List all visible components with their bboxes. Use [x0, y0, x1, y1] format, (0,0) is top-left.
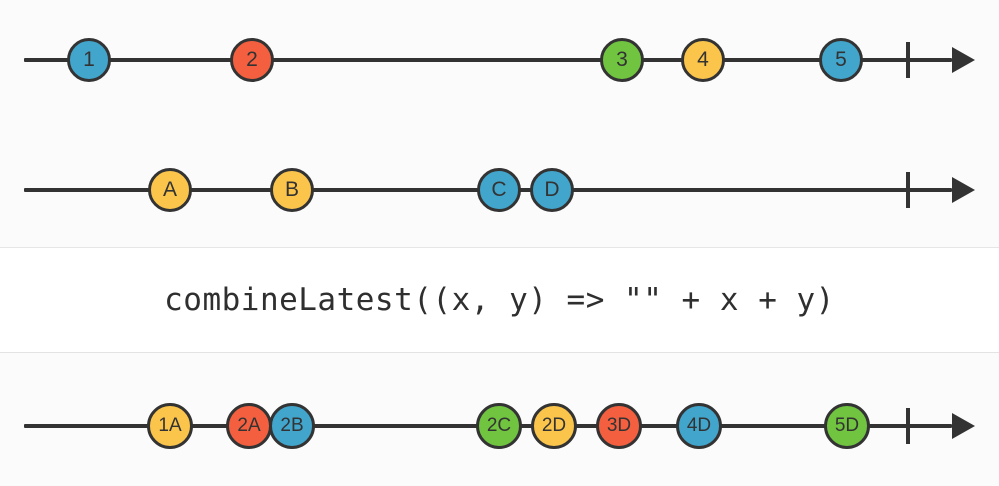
marble[interactable]: 2D — [531, 403, 577, 449]
marble-label: 2B — [280, 414, 304, 436]
marble-label: 1A — [158, 414, 182, 436]
marble-label: D — [544, 177, 560, 201]
completion-tick — [906, 408, 910, 444]
marble-label: 1 — [83, 47, 95, 71]
marble-label: B — [284, 177, 299, 201]
timeline-arrow-icon — [952, 47, 975, 73]
marble[interactable]: 3D — [596, 403, 642, 449]
marble[interactable]: 4D — [676, 403, 722, 449]
marble-label: 3 — [616, 47, 628, 71]
timeline-output: 1A 2A 2B 2C 2D 3D 4D 5D — [0, 366, 999, 486]
marble[interactable]: B — [270, 168, 314, 212]
marble[interactable]: 5D — [824, 403, 870, 449]
marble[interactable]: A — [148, 168, 192, 212]
marble-label: 5D — [834, 414, 860, 436]
timeline-arrow-icon — [952, 177, 975, 203]
timeline-axis — [24, 58, 952, 62]
marble-label: 2A — [237, 414, 261, 436]
marble[interactable]: 5 — [819, 38, 863, 82]
marble[interactable]: 2 — [230, 38, 274, 82]
marble[interactable]: C — [477, 168, 521, 212]
marble-label: 2C — [486, 414, 512, 436]
marble-label: 5 — [835, 47, 847, 71]
marble[interactable]: 1A — [147, 403, 193, 449]
marble[interactable]: D — [530, 168, 574, 212]
marble[interactable]: 1 — [67, 38, 111, 82]
operator-band: combineLatest((x, y) => "" + x + y) — [0, 247, 999, 353]
timeline-source-x: 1 2 3 4 5 — [0, 0, 999, 120]
completion-tick — [906, 42, 910, 78]
marble[interactable]: 3 — [600, 38, 644, 82]
timeline-arrow-icon — [952, 413, 975, 439]
marble[interactable]: 4 — [681, 38, 725, 82]
marble-label: C — [491, 177, 507, 201]
marble[interactable]: 2A — [226, 403, 272, 449]
marble-label: 4 — [697, 47, 709, 71]
marble-label: 2 — [246, 47, 258, 71]
marble[interactable]: 2B — [269, 403, 315, 449]
operator-label: combineLatest((x, y) => "" + x + y) — [164, 282, 835, 318]
marble-label: 4D — [686, 414, 712, 436]
completion-tick — [906, 172, 910, 208]
marble[interactable]: 2C — [476, 403, 522, 449]
marble-label: A — [162, 177, 177, 201]
timeline-source-y: A B C D — [0, 130, 999, 250]
marble-label: 2D — [541, 414, 567, 436]
marble-label: 3D — [606, 414, 632, 436]
